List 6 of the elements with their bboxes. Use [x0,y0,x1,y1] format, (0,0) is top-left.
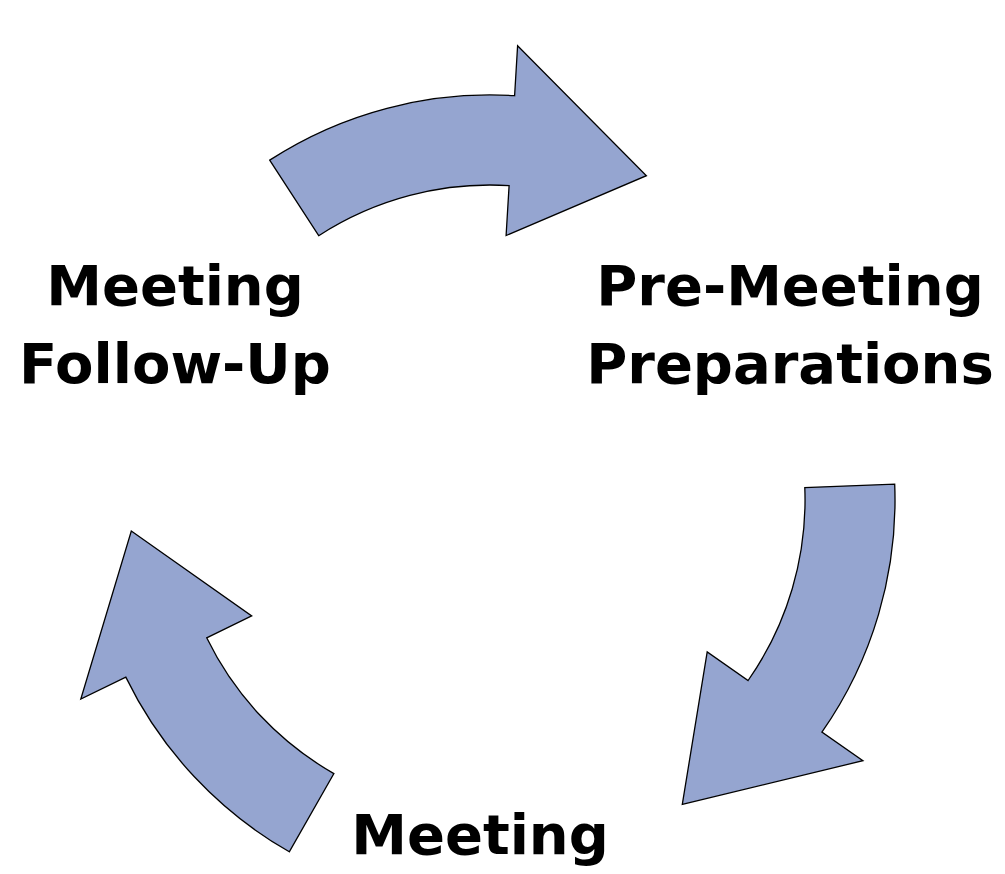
stage-label: Pre-Meeting Preparations [585,252,995,398]
curved-block-arrow [269,45,648,237]
curved-block-arrow [80,530,335,853]
stage-label: Meeting [351,801,609,869]
curved-block-arrow [681,483,896,805]
stage-label: Meeting Follow-Up [18,252,332,398]
